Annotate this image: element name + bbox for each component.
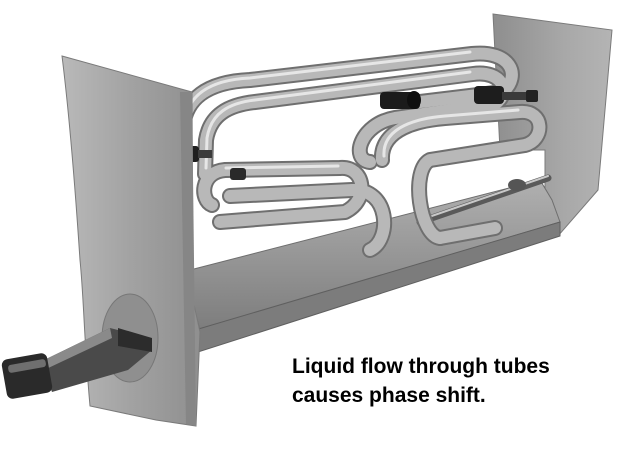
tube-fitting-icon bbox=[474, 86, 538, 104]
caption-line-2: causes phase shift. bbox=[292, 384, 486, 407]
caption: Liquid flow through tubes causes phase s… bbox=[292, 352, 550, 410]
left-end-plate bbox=[61, 55, 201, 427]
tube-fitting-icon bbox=[380, 91, 421, 109]
left-plate-edge bbox=[180, 92, 196, 426]
rod-end bbox=[508, 179, 526, 191]
inner-rod bbox=[416, 174, 552, 226]
tapered-transducer-icon bbox=[1, 328, 152, 399]
caption-line-1: Liquid flow through tubes bbox=[292, 355, 550, 378]
inner-rod-highlight bbox=[419, 175, 549, 221]
